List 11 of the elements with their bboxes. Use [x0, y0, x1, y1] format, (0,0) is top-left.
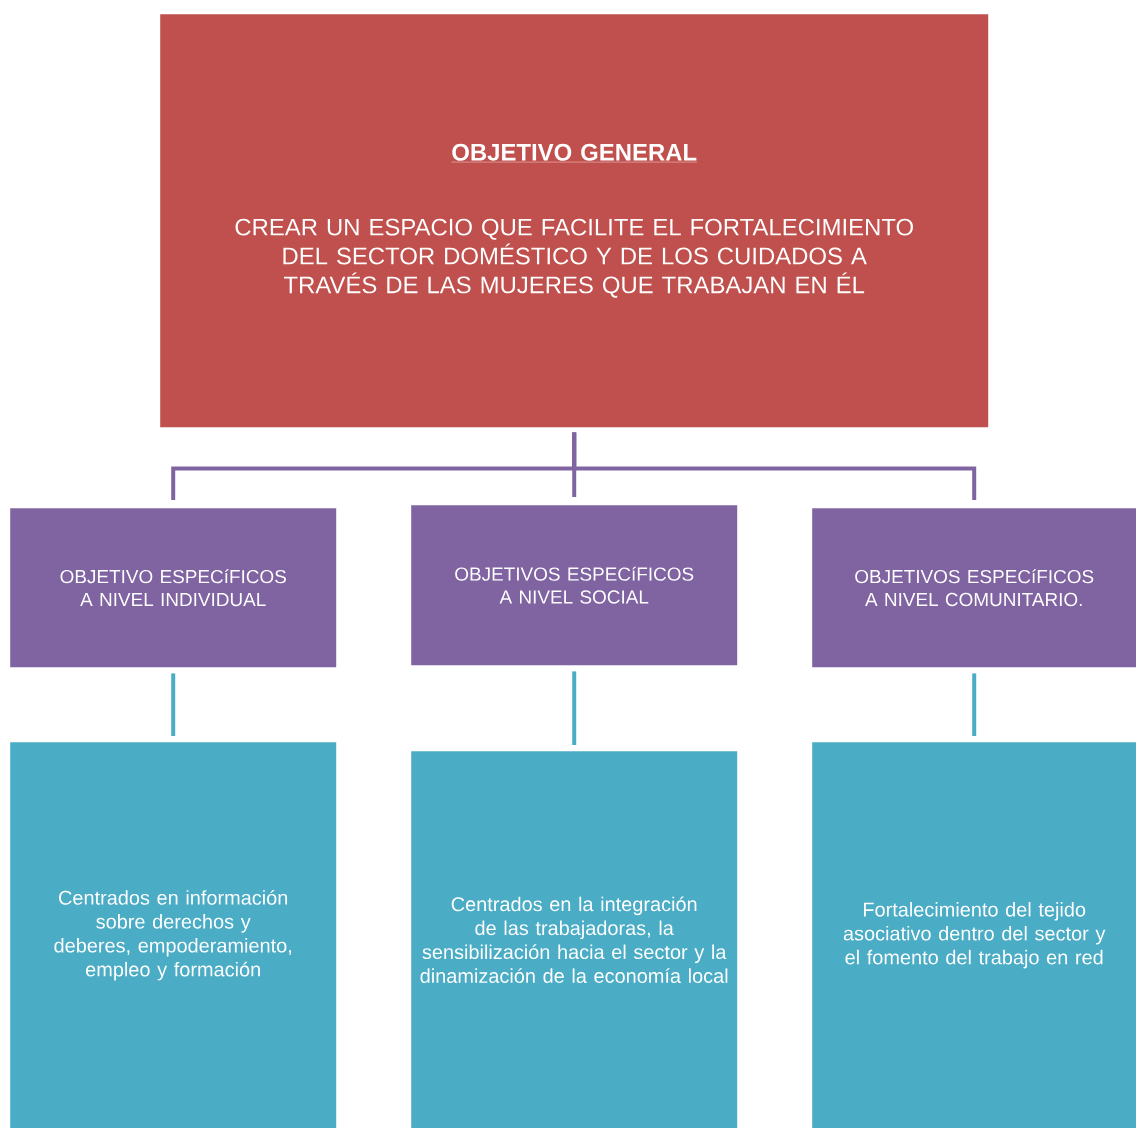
objective-box: OBJETIVO ESPECíFICOS A NIVEL INDIVIDUAL [10, 508, 337, 668]
connector-line [972, 673, 977, 736]
description-box: Centrados en la integración de las trabajadoras, la sensibilización hacia el sector y la dinamización de la economía local [411, 751, 738, 1128]
connector-line [572, 432, 977, 500]
connector-line [171, 673, 176, 736]
objective-box: OBJETIVOS ESPECíFICOS A NIVEL SOCIAL [411, 505, 738, 666]
description-box: Centrados en información sobre derechos y deberes, empoderamiento, empleo y formación [10, 742, 337, 1128]
connector-line [572, 671, 577, 745]
description-box: Fortalecimiento del tejido asociativo dentro del sector y el fomento del trabajo en red [812, 742, 1136, 1128]
objective-box: OBJETIVO GENERAL CREAR UN ESPACIO QUE FACILITE EL FORTALECIMIENTO DEL SECTOR DOMÉSTICO Y DE LOS CUIDADOS A TRAVÉS DE LAS MUJERES QUE TRABAJAN EN ÉL [160, 14, 989, 428]
objective-box: OBJETIVOS ESPECíFICOS A NIVEL COMUNITARIO. [812, 508, 1136, 668]
